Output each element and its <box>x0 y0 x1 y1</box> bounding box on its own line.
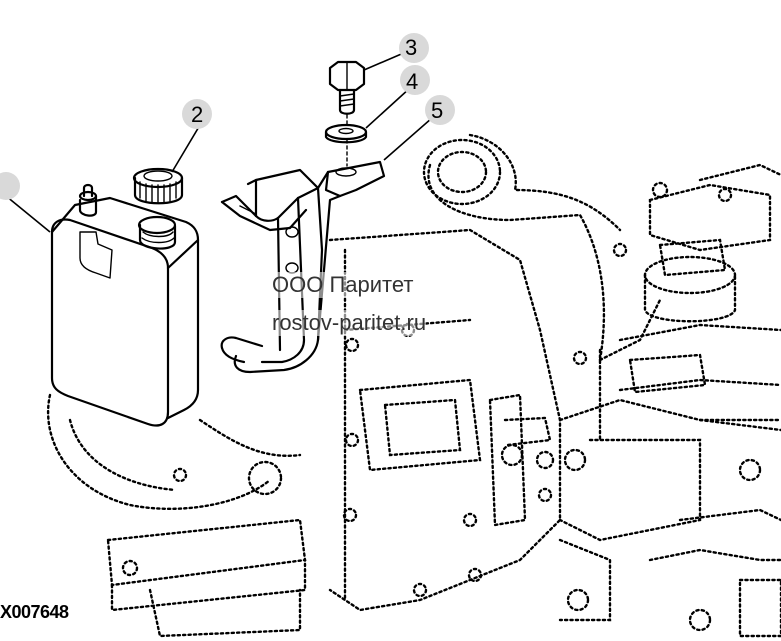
callout-label: 4 <box>406 69 418 94</box>
callout-4: 4 <box>400 65 430 95</box>
callout-2: 2 <box>182 99 212 129</box>
bolt <box>328 60 366 115</box>
callout-3: 3 <box>399 33 429 63</box>
callout-label: 2 <box>191 102 203 127</box>
callout-5: 5 <box>425 95 455 125</box>
leader-lines <box>5 51 433 233</box>
washer <box>324 123 368 144</box>
callout-label: 5 <box>431 98 443 123</box>
callout-label: 3 <box>405 35 417 60</box>
machine-outline <box>46 133 781 638</box>
callout-1 <box>0 172 20 200</box>
filler-cap <box>132 167 184 205</box>
reservoir-tank <box>50 183 200 427</box>
figure-id: X007648 <box>0 602 69 622</box>
watermark-url: rostov-paritet.ru <box>272 310 427 336</box>
watermark-company: ООО Паритет <box>272 272 414 298</box>
mounting-bracket <box>220 160 386 374</box>
